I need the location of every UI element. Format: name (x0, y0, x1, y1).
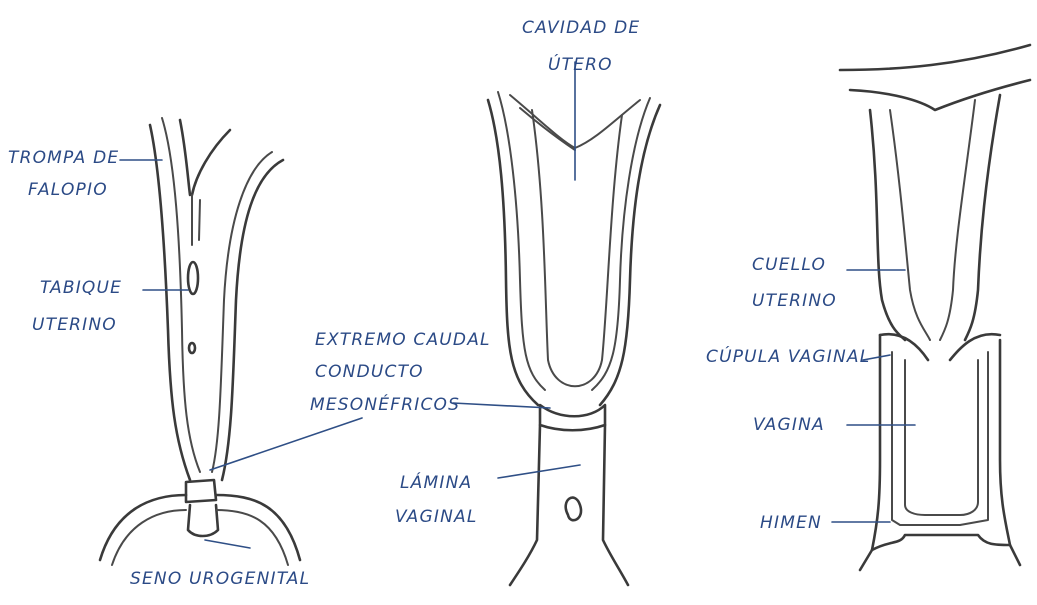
stage1-drawing (100, 118, 300, 565)
stage2-drawing (488, 92, 660, 585)
label-lamina-line2: VAGINAL (395, 507, 478, 527)
label-extremo-line2: CONDUCTO (315, 362, 424, 382)
label-tabique-line2: UTERINO (32, 315, 117, 335)
label-lamina-line1: LÁMINA (400, 471, 472, 493)
labels: TROMPA DE FALOPIO TABIQUE UTERINO SENO U… (8, 18, 870, 589)
label-cuello-line2: UTERINO (752, 291, 837, 311)
label-cavidad-line1: CAVIDAD DE (522, 18, 640, 38)
label-cavidad-line2: ÚTERO (548, 53, 613, 75)
label-himen: HIMEN (760, 513, 822, 533)
label-vagina: VAGINA (753, 415, 825, 435)
stage3-drawing (840, 45, 1030, 570)
label-extremo-line1: EXTREMO CAUDAL (315, 330, 491, 350)
label-seno: SENO UROGENITAL (130, 569, 310, 589)
label-tabique-line1: TABIQUE (40, 278, 122, 298)
label-extremo-line3: MESONÉFRICOS (310, 393, 460, 415)
label-cupula: CÚPULA VAGINAL (706, 345, 870, 367)
label-trompa-line1: TROMPA DE (8, 148, 119, 168)
label-trompa-line2: FALOPIO (28, 180, 108, 200)
label-cuello-line1: CUELLO (752, 255, 826, 275)
